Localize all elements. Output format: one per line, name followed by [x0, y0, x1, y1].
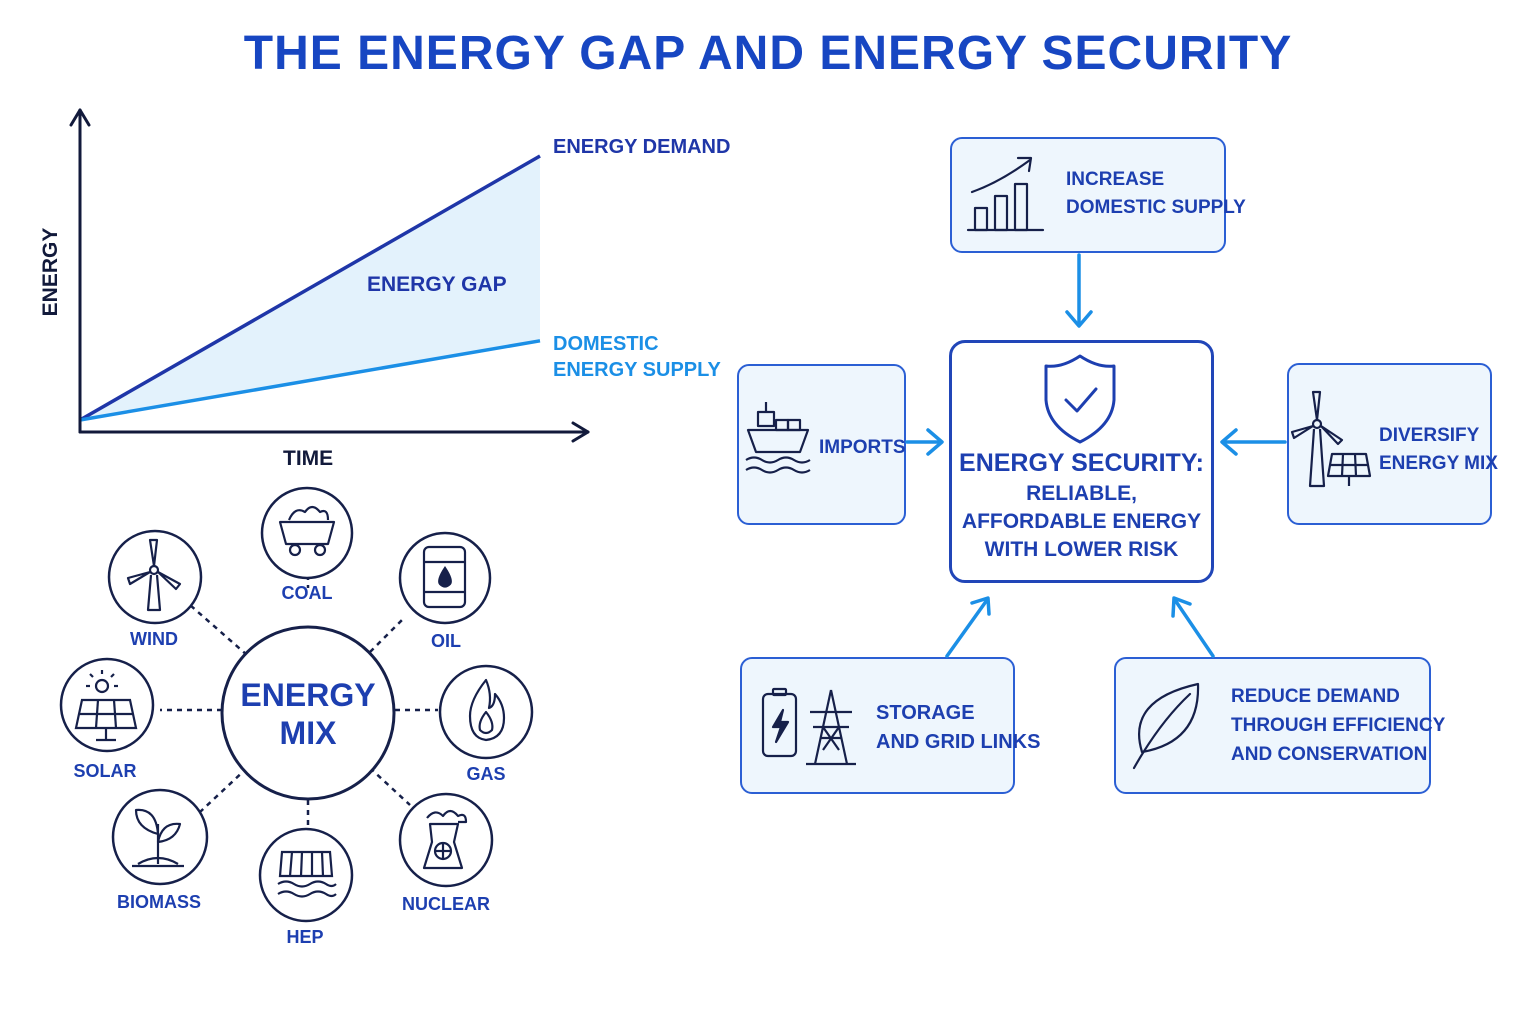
solar-panel-icon [74, 670, 138, 742]
hep-label: HEP [286, 927, 324, 947]
gas-label: GAS [466, 764, 506, 784]
wind-label: WIND [130, 629, 178, 649]
coal-label: COAL [281, 583, 333, 603]
x-axis-label: TIME [283, 447, 334, 470]
energy-security-description: RELIABLE, AFFORDABLE ENERGY WITH LOWER R… [951, 480, 1212, 564]
hep-circle [258, 827, 354, 923]
gas-flame-icon [468, 678, 506, 742]
storage-line2: AND GRID LINKS [876, 731, 1041, 753]
increase-domestic-supply-text: INCREASE DOMESTIC SUPPLY [1066, 166, 1246, 222]
energy-demand-label: ENERGY DEMAND [553, 136, 731, 158]
energy-mix-title: ENERGY MIX [226, 676, 390, 752]
reduce-line1: REDUCE DEMAND [1231, 686, 1400, 707]
oil-circle [398, 531, 492, 625]
diversify-line2: ENERGY MIX [1379, 453, 1498, 474]
increase-line2: DOMESTIC SUPPLY [1066, 197, 1246, 218]
oil-barrel-icon [422, 545, 467, 609]
energy-gap-chart [69, 108, 590, 443]
energy-security-title: ENERGY SECURITY: [959, 449, 1204, 477]
y-axis-label: ENERGY [39, 227, 62, 317]
energy-security-line2: AFFORDABLE ENERGY [961, 510, 1202, 533]
connector-biomass [199, 767, 248, 813]
coal-circle [260, 486, 354, 580]
energy-security-line3: WITH LOWER RISK [984, 538, 1179, 561]
arrow-imports-to-security [905, 428, 944, 456]
hep-dam-icon [277, 850, 337, 898]
solar-label: SOLAR [73, 761, 137, 781]
domestic-supply-label-line1: DOMESTIC [553, 333, 659, 355]
energy-mix-title-line1: ENERGY [240, 677, 376, 713]
arrow-diversify-to-security [1220, 428, 1287, 456]
x-axis [78, 421, 590, 443]
nuclear-circle [398, 792, 494, 888]
wind-turbine-icon [126, 538, 182, 612]
oil-label: OIL [431, 631, 461, 651]
domestic-supply-label: DOMESTIC ENERGY SUPPLY [553, 331, 721, 383]
imports-text: IMPORTS [819, 437, 906, 458]
reduce-demand-text: REDUCE DEMAND THROUGH EFFICIENCY AND CON… [1231, 682, 1445, 769]
biomass-circle [111, 788, 209, 886]
storage-line1: STORAGE [876, 702, 975, 724]
energy-mix-title-line2: MIX [279, 715, 337, 751]
domestic-supply-label-line2: ENERGY SUPPLY [553, 359, 721, 381]
reduce-line3: AND CONSERVATION [1231, 744, 1428, 765]
solar-circle [59, 657, 155, 753]
arrow-increase-to-security [1065, 253, 1093, 328]
domestic-supply-line [79, 339, 541, 422]
arrow-reduce-to-security [1171, 596, 1215, 658]
biomass-plant-icon [132, 808, 184, 868]
diversify-line1: DIVERSIFY [1379, 425, 1480, 446]
coal-cart-icon [278, 505, 336, 557]
storage-grid-links-text: STORAGE AND GRID LINKS [876, 699, 1040, 757]
reduce-line2: THROUGH EFFICIENCY [1231, 715, 1446, 736]
energy-security-line1: RELIABLE, [1026, 482, 1137, 505]
page-title: THE ENERGY GAP AND ENERGY SECURITY [243, 27, 1293, 80]
y-axis [69, 108, 91, 434]
wind-circle [107, 529, 203, 625]
connector-nuclear [369, 767, 411, 806]
energy-demand-line [79, 154, 541, 422]
biomass-label: BIOMASS [116, 892, 201, 912]
arrow-storage-to-security [945, 596, 991, 658]
energy-gap-label: ENERGY GAP [367, 273, 507, 296]
diversify-energy-mix-text: DIVERSIFY ENERGY MIX [1379, 422, 1498, 478]
nuclear-label: NUCLEAR [402, 894, 490, 914]
nuclear-plant-icon [422, 809, 468, 870]
gas-circle [438, 664, 534, 760]
increase-line1: INCREASE [1066, 169, 1165, 190]
